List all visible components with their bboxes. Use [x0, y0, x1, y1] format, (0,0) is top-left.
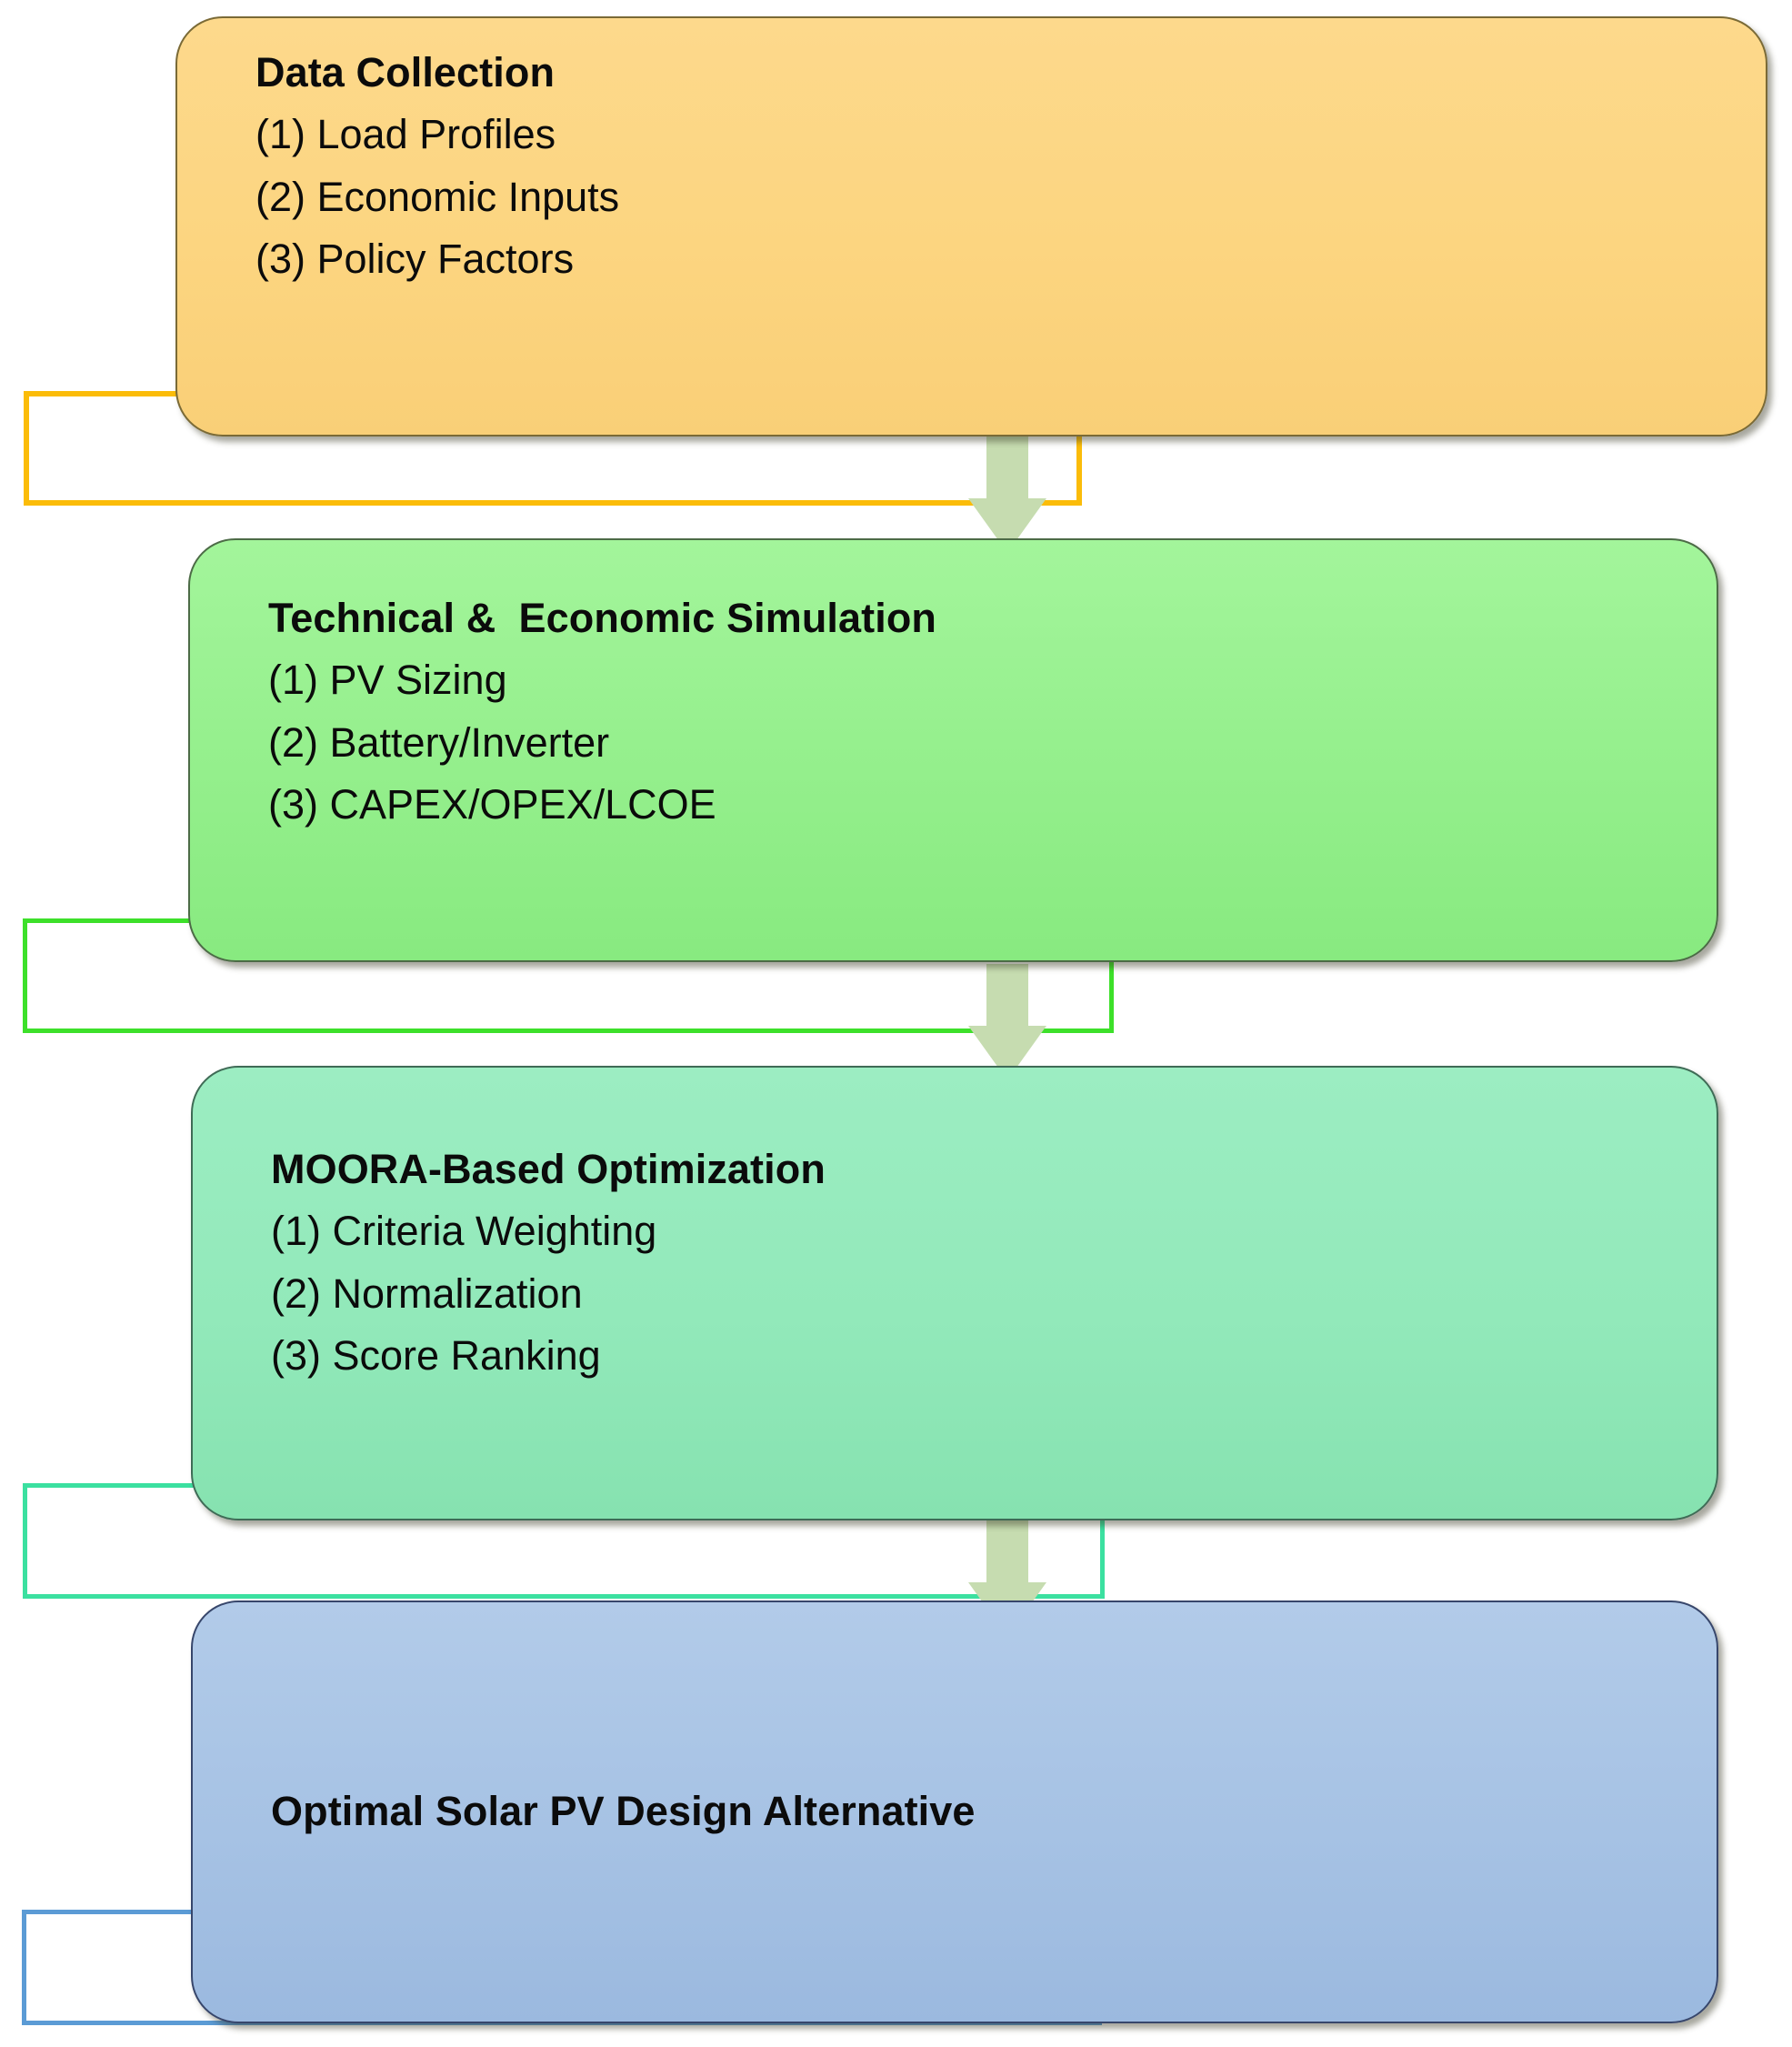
process-box-item: (2) Economic Inputs	[255, 173, 620, 220]
process-box-optimal-design[interactable]: Optimal Solar PV Design Alternative	[191, 1600, 1718, 2023]
arrow-shaft	[986, 1520, 1028, 1588]
process-box-moora-optimization[interactable]: MOORA-Based Optimization (1) Criteria We…	[191, 1066, 1718, 1520]
process-box-item: (2) Battery/Inverter	[268, 718, 610, 766]
process-box-item: (1) PV Sizing	[268, 657, 507, 704]
process-box-item: (3) Policy Factors	[255, 236, 575, 283]
process-box-content: Optimal Solar PV Design Alternative	[193, 1602, 1717, 2022]
process-box-title: MOORA-Based Optimization	[271, 1146, 826, 1192]
process-box-data-collection[interactable]: Data Collection (1) Load Profiles (2) Ec…	[175, 16, 1767, 436]
process-box-item: (3) CAPEX/OPEX/LCOE	[268, 781, 716, 828]
arrow-simulation-to-moora-icon	[968, 964, 1046, 1081]
process-box-item: (3) Score Ranking	[271, 1332, 601, 1380]
process-box-item: (2) Normalization	[271, 1269, 583, 1317]
process-box-title: Optimal Solar PV Design Alternative	[271, 1788, 976, 1835]
arrow-data-to-simulation-icon	[968, 436, 1046, 554]
arrow-shaft	[986, 964, 1028, 1031]
process-box-content: Data Collection (1) Load Profiles (2) Ec…	[177, 18, 1766, 435]
process-box-title: Technical & Economic Simulation	[268, 595, 936, 641]
process-box-content: MOORA-Based Optimization (1) Criteria We…	[193, 1068, 1717, 1519]
process-box-content: Technical & Economic Simulation (1) PV S…	[190, 540, 1717, 960]
process-box-title: Data Collection	[255, 49, 556, 95]
process-box-item: (1) Load Profiles	[255, 111, 556, 158]
process-box-technical-economic-simulation[interactable]: Technical & Economic Simulation (1) PV S…	[188, 538, 1718, 962]
process-box-item: (1) Criteria Weighting	[271, 1208, 657, 1255]
arrow-shaft	[986, 436, 1028, 504]
